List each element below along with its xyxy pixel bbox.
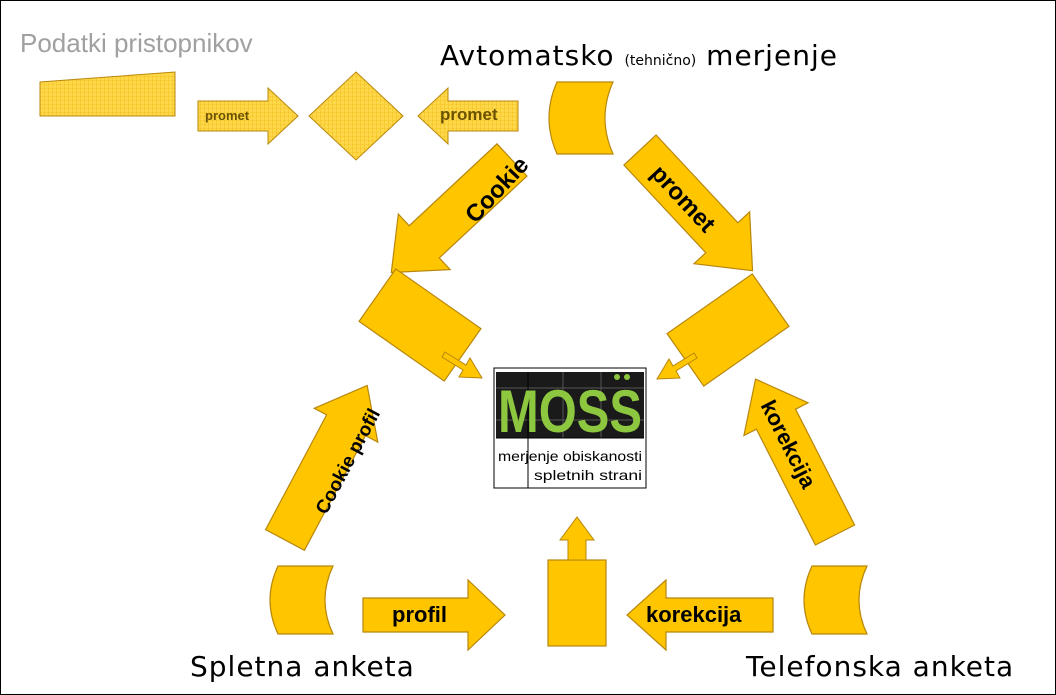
- profil-arrow-label: profil: [392, 602, 447, 627]
- auto-measure-prefix: Avtomatsko: [440, 39, 615, 72]
- korekcija-right-arrow: [743, 378, 856, 546]
- phone-survey-storage: [803, 565, 868, 635]
- cookie-profil-arrow: [264, 384, 379, 552]
- promet-arrow: [623, 134, 754, 272]
- promet-small-arrow-right: [417, 86, 519, 146]
- auto-measure-suffix: merjenje: [706, 39, 838, 72]
- phone-survey-label: Telefonska anketa: [746, 650, 1015, 683]
- web-survey-storage: [269, 565, 334, 635]
- decision-diamond: [308, 71, 404, 161]
- manual-input-shape: [39, 71, 176, 117]
- bottom-process-box: [547, 559, 607, 647]
- web-survey-label: Spletna anketa: [190, 650, 415, 683]
- left-process-box: [358, 268, 482, 382]
- korekcija-bottom-label: korekcija: [646, 602, 742, 627]
- auto-measure-storage: [548, 81, 614, 155]
- auto-measure-paren: (tehnično): [624, 53, 697, 69]
- promet-small-right-label: promet: [440, 105, 498, 124]
- moss-tagline-2: spletnih strani: [534, 467, 642, 483]
- promet-small-arrow-left: [197, 86, 299, 146]
- bottom-box-pointer: [559, 516, 595, 561]
- profil-arrow: [362, 578, 506, 652]
- left-box-pointer: [441, 351, 483, 379]
- source-data-label: Podatki pristopnikov: [20, 28, 253, 58]
- moss-wordmark: MOSS: [498, 378, 642, 445]
- korekcija-bottom-arrow: [626, 578, 774, 652]
- promet-small-left-label: promet: [205, 108, 250, 123]
- auto-measure-label: Avtomatsko (tehnično) merjenje: [440, 39, 838, 72]
- moss-logo: MOSS merjenje obiskanosti spletnih stran…: [493, 367, 647, 489]
- right-process-box: [666, 273, 790, 387]
- moss-tagline-1: merjenje obiskanosti: [498, 448, 642, 464]
- right-box-pointer: [656, 352, 698, 380]
- cookie-arrow: [390, 143, 528, 274]
